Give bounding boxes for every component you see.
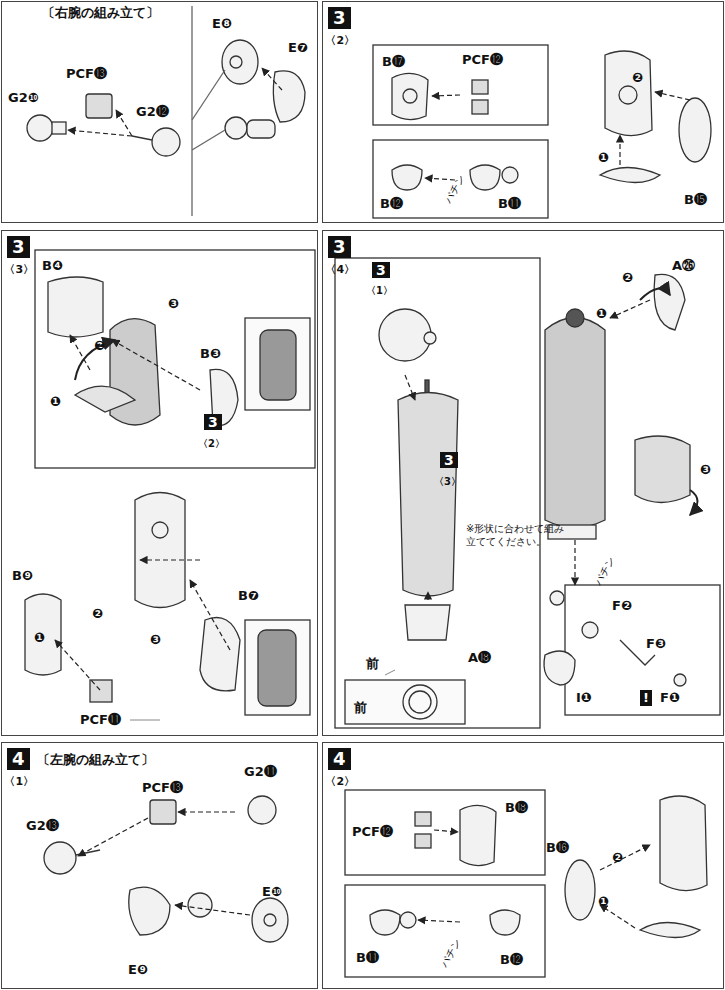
part-number: G2⓬ [136,104,169,120]
part-number: B❾ [12,568,33,584]
part-number: I❶ [576,690,592,706]
order-number: ❸ [150,632,161,648]
part-number: B⓯ [684,192,707,208]
step-reference: 3 [372,262,390,278]
section-title: 〔右腕の組み立て〕 [42,4,159,22]
part-number: G2⓫ [244,764,277,780]
sub-step-number: 〈3〉 [4,262,34,277]
part-number: A㉖ [672,258,695,274]
part-number: PCF⓬ [352,824,393,840]
sub-step-number: 〈1〉 [4,774,34,789]
part-number: B⓱ [382,54,405,70]
step-number: 3 [328,7,351,29]
section-title: 〔左腕の組み立て〕 [37,751,154,769]
step-number: 4 [7,748,30,770]
part-number: B⓬ [380,196,403,212]
order-number: ❶ [598,150,609,166]
step-reference-sub: 〈2〉 [198,436,225,452]
direction-mark: 前 [354,700,367,716]
part-number: PCF⓬ [462,52,503,68]
step-panel: 3〈2〉 [322,1,724,223]
step-reference: 3 [440,452,458,468]
part-number: B❹ [42,258,63,274]
step-reference-sub: 〈1〉 [366,283,393,299]
order-number: ❶ [598,894,609,910]
direction-mark: 前 [366,656,379,672]
part-number: B⓲ [505,800,528,816]
sub-step-number: 〈2〉 [325,33,355,48]
part-number: PCF⓭ [66,66,107,82]
step-reference: 3 [204,414,222,430]
order-number: ❷ [612,850,623,866]
order-number: ❶ [34,630,45,646]
part-number: B❼ [238,588,259,604]
sound-effect: パチン [436,936,465,970]
sound-effect: パチン [440,172,469,206]
step-panel: 3 〈4〉 [322,230,724,736]
part-number: F❸ [646,636,666,652]
order-number: ❸ [168,296,179,312]
assembly-note: ※形状に合わせて組み立ててください。 [466,522,570,548]
caution-mark: ! [640,690,652,706]
step-panel: 4〈2〉 [322,742,724,989]
part-number: E❽ [212,16,232,32]
part-number: B❸ [200,346,221,362]
order-number: ❷ [92,606,103,622]
part-number: F❷ [612,598,632,614]
sub-step-number: 〈2〉 [325,774,355,789]
order-number: ❸ [700,462,711,478]
step-number: 3 [328,236,351,258]
order-number: ❶ [50,394,61,410]
part-number: B⓫ [498,196,521,212]
part-number: B⓰ [546,840,569,856]
sub-step-number: 〈4〉 [325,262,355,277]
part-number: G2❿ [8,90,39,106]
part-number: A⓲ [468,650,491,666]
sound-effect: パチン [590,554,619,588]
order-number: ❷ [94,338,105,354]
order-number: ❷ [622,270,633,286]
part-number: E❾ [128,962,148,978]
part-number: PCF⓫ [80,712,121,728]
step-panel: 3 〈3〉 [1,230,318,736]
part-number: E❼ [288,40,308,56]
step-number: 4 [328,748,351,770]
step-reference-sub: 〈3〉 [434,474,461,490]
step-number: 3 [7,236,30,258]
part-number: F❶ [660,690,680,706]
step-panel: 4 〈1〉〔左腕の組み立て〕 [1,742,318,989]
part-number: B⓫ [356,950,379,966]
part-number: B⓬ [500,952,523,968]
part-number: PCF⓭ [142,780,183,796]
order-number: ❷ [632,70,643,86]
order-number: ❶ [596,306,607,322]
part-number: E❿ [262,884,282,900]
part-number: G2⓭ [26,818,59,834]
